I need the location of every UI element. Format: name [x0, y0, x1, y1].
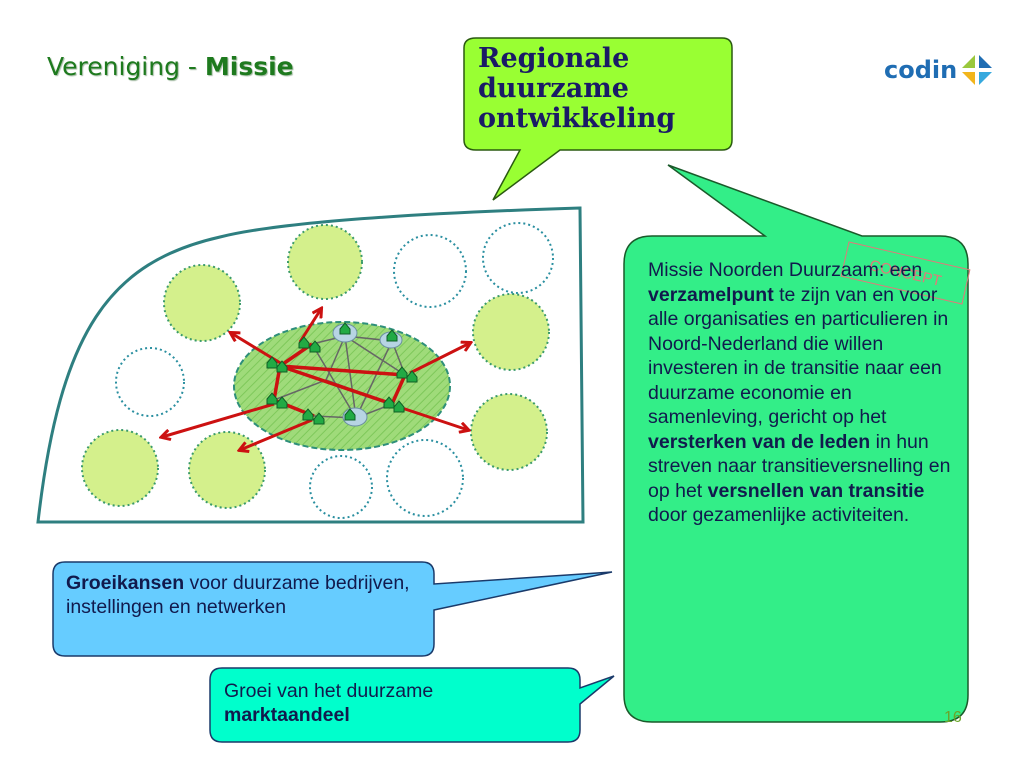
- regional-callout-text: Regionale duurzame ontwikkeling: [478, 43, 676, 134]
- markt-text: Groei van het duurzame marktaandeel: [224, 680, 574, 727]
- filled-circle: [472, 293, 550, 371]
- mission-emphasis: versterken van de leden: [648, 430, 871, 453]
- regional-callout-shape: [463, 37, 733, 201]
- mission-part: in hun streven naar transitieversnelling…: [648, 430, 951, 502]
- markt-plain: Groei van het duurzame: [224, 680, 434, 702]
- markt-callout-shape: [209, 667, 615, 743]
- page-title: Vereniging - Missie: [47, 52, 294, 81]
- groeikansen-bold: Groeikansen: [66, 572, 185, 594]
- logo-text: codin: [884, 56, 958, 84]
- empty-circles: [115, 222, 554, 519]
- title-bold: Missie: [204, 52, 294, 81]
- filled-circle: [287, 224, 363, 300]
- filled-circle: [81, 429, 159, 507]
- empty-circle: [115, 347, 185, 417]
- mission-emphasis: versnellen van transitie: [707, 479, 925, 502]
- codin-logo: codin: [884, 50, 994, 90]
- empty-circle: [393, 234, 467, 308]
- title-prefix: Vereniging -: [47, 52, 205, 81]
- filled-circles: [81, 224, 550, 509]
- filled-circle: [163, 264, 241, 342]
- groeikansen-text: Groeikansen voor duurzame bedrijven, ins…: [66, 572, 421, 619]
- logo-arrows-icon: [962, 55, 993, 85]
- mission-text: Missie Noorden Duurzaam: een verzamelpun…: [648, 258, 953, 528]
- filled-circle: [470, 393, 548, 471]
- mission-part: Missie Noorden Duurzaam: een: [648, 259, 923, 281]
- mission-part: door gezamenlijke activiteiten.: [648, 504, 910, 526]
- groeikansen-rest: voor duurzame bedrijven, instellingen en…: [66, 572, 410, 618]
- mission-emphasis: verzamelpunt: [648, 283, 774, 306]
- groeikansen-callout-shape: [52, 561, 613, 657]
- markt-bold: marktaandeel: [224, 703, 350, 726]
- empty-circle: [309, 455, 373, 519]
- growth-arrows: [162, 309, 470, 450]
- page-number: 16: [944, 709, 962, 726]
- empty-circle: [386, 439, 464, 517]
- mission-callout-shape: [623, 164, 969, 723]
- empty-circle: [482, 222, 554, 294]
- mission-part: te zijn van en voor alle organisaties en…: [648, 283, 949, 429]
